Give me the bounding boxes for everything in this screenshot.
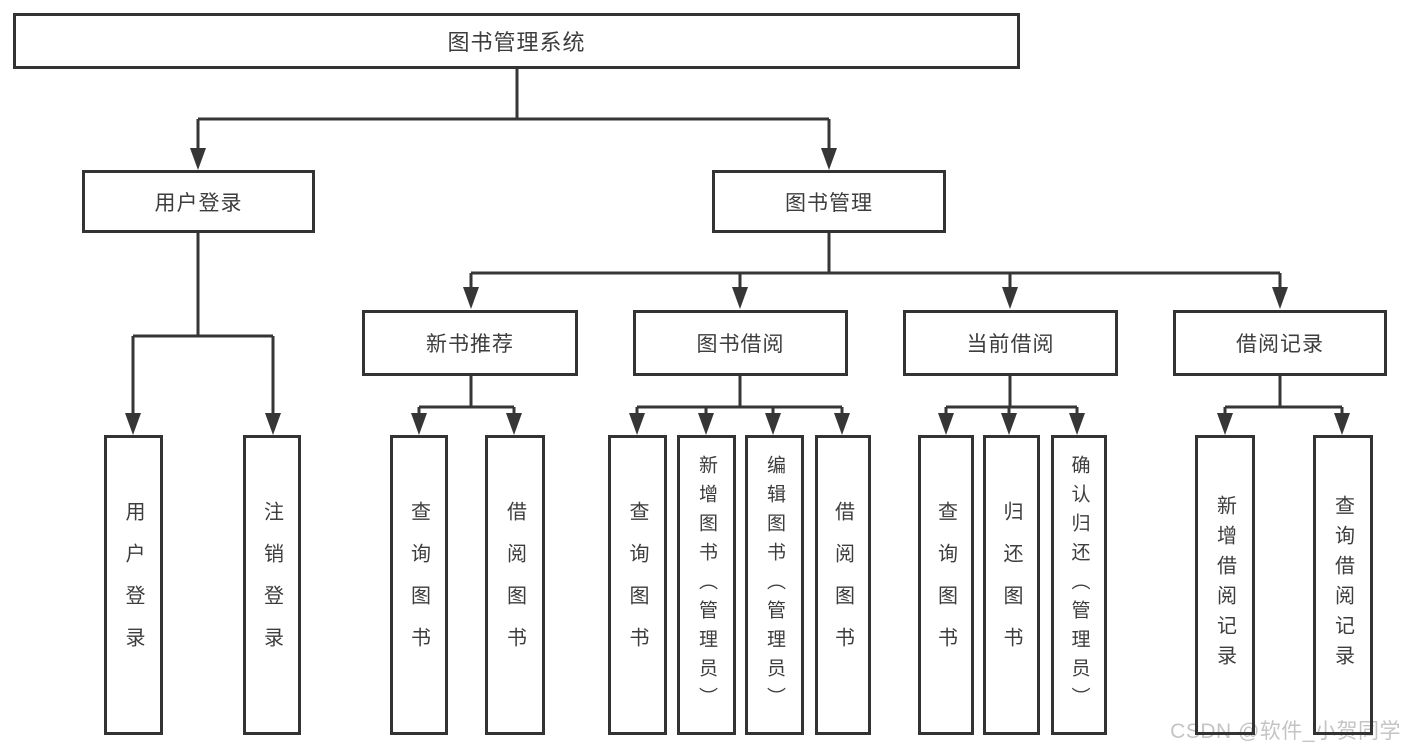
leaf-borrow-book-recommend: 借阅图书: [485, 435, 545, 735]
arrowhead: [190, 148, 206, 170]
node-book-borrow-label: 图书借阅: [696, 333, 785, 356]
connector-borrow-to-leaves: [629, 376, 850, 435]
node-root: 图书管理系统: [13, 13, 1020, 69]
leaf-edit-book-admin-label: 编辑图书（管理员）: [764, 454, 785, 716]
arrowhead: [265, 413, 281, 435]
connector-root-to-level2: [190, 67, 837, 170]
leaf-add-book-admin-label: 新增图书（管理员）: [696, 454, 717, 716]
leaf-query-borrow-record-label: 查询借阅记录: [1331, 495, 1354, 675]
line: [635, 376, 844, 415]
connector-userlogin-to-leaves: [125, 233, 281, 435]
arrowhead: [1069, 413, 1085, 435]
line: [417, 376, 516, 415]
leaf-logout-label: 注销登录: [260, 501, 283, 669]
leaf-user-login-label: 用户登录: [122, 501, 144, 669]
leaf-confirm-return-admin-label: 确认归还（管理员）: [1068, 454, 1090, 716]
arrowhead: [765, 413, 781, 435]
leaf-return-book: 归还图书: [983, 435, 1040, 735]
arrowhead: [1217, 413, 1233, 435]
arrowhead: [1001, 413, 1017, 435]
arrowhead: [506, 413, 522, 435]
leaf-query-book-borrow-label: 查询图书: [626, 501, 648, 669]
line: [1223, 376, 1344, 415]
connector-current-to-leaves: [938, 376, 1085, 435]
line: [469, 233, 1282, 289]
connector-newbook-to-leaves: [411, 376, 522, 435]
connector-records-to-leaves: [1217, 376, 1350, 435]
leaf-borrow-book-recommend-label: 借阅图书: [503, 501, 526, 669]
leaf-query-borrow-record: 查询借阅记录: [1313, 435, 1373, 735]
leaf-add-book-admin: 新增图书（管理员）: [677, 435, 736, 735]
node-current-borrow-label: 当前借阅: [966, 333, 1055, 356]
line: [944, 376, 1079, 415]
arrowhead: [411, 413, 427, 435]
node-borrow-records-label: 借阅记录: [1236, 333, 1324, 356]
leaf-borrow-book: 借阅图书: [815, 435, 871, 735]
node-new-book-recommend-label: 新书推荐: [426, 333, 514, 356]
arrowhead: [821, 148, 837, 170]
leaf-query-book-borrow: 查询图书: [608, 435, 667, 735]
node-borrow-records: 借阅记录: [1173, 310, 1387, 376]
arrowhead: [463, 287, 479, 309]
leaf-query-book-recommend-label: 查询图书: [407, 501, 430, 669]
leaf-add-borrow-record-label: 新增借阅记录: [1213, 495, 1236, 675]
arrowhead: [1334, 413, 1350, 435]
leaf-query-book-current-label: 查询图书: [934, 501, 957, 669]
watermark: CSDN @软件_小贺同学: [1170, 720, 1401, 743]
leaf-query-book-recommend: 查询图书: [390, 435, 448, 735]
leaf-logout: 注销登录: [243, 435, 301, 735]
leaf-borrow-book-label: 借阅图书: [831, 501, 854, 669]
node-root-label: 图书管理系统: [447, 30, 586, 55]
arrowhead: [698, 413, 714, 435]
arrowhead: [732, 287, 748, 309]
node-new-book-recommend: 新书推荐: [362, 310, 578, 376]
node-book-management: 图书管理: [712, 170, 946, 233]
leaf-add-borrow-record: 新增借阅记录: [1195, 435, 1255, 735]
arrowhead: [1272, 287, 1288, 309]
leaf-query-book-current: 查询图书: [918, 435, 974, 735]
leaf-user-login: 用户登录: [104, 435, 163, 735]
arrowhead: [629, 413, 645, 435]
line: [196, 67, 831, 151]
leaf-return-book-label: 归还图书: [1000, 501, 1022, 669]
leaf-edit-book-admin: 编辑图书（管理员）: [745, 435, 804, 735]
line: [131, 233, 275, 416]
node-user-login-label: 用户登录: [154, 191, 243, 215]
arrowhead: [938, 413, 954, 435]
arrowhead: [1002, 287, 1018, 309]
node-book-borrow: 图书借阅: [633, 310, 848, 376]
node-book-management-label: 图书管理: [785, 191, 873, 215]
node-current-borrow: 当前借阅: [903, 310, 1118, 376]
arrowhead: [834, 413, 850, 435]
connector-bookmgmt-to-level3: [463, 233, 1288, 309]
node-user-login: 用户登录: [82, 170, 315, 233]
leaf-confirm-return-admin: 确认归还（管理员）: [1051, 435, 1107, 735]
arrowhead: [125, 413, 141, 435]
